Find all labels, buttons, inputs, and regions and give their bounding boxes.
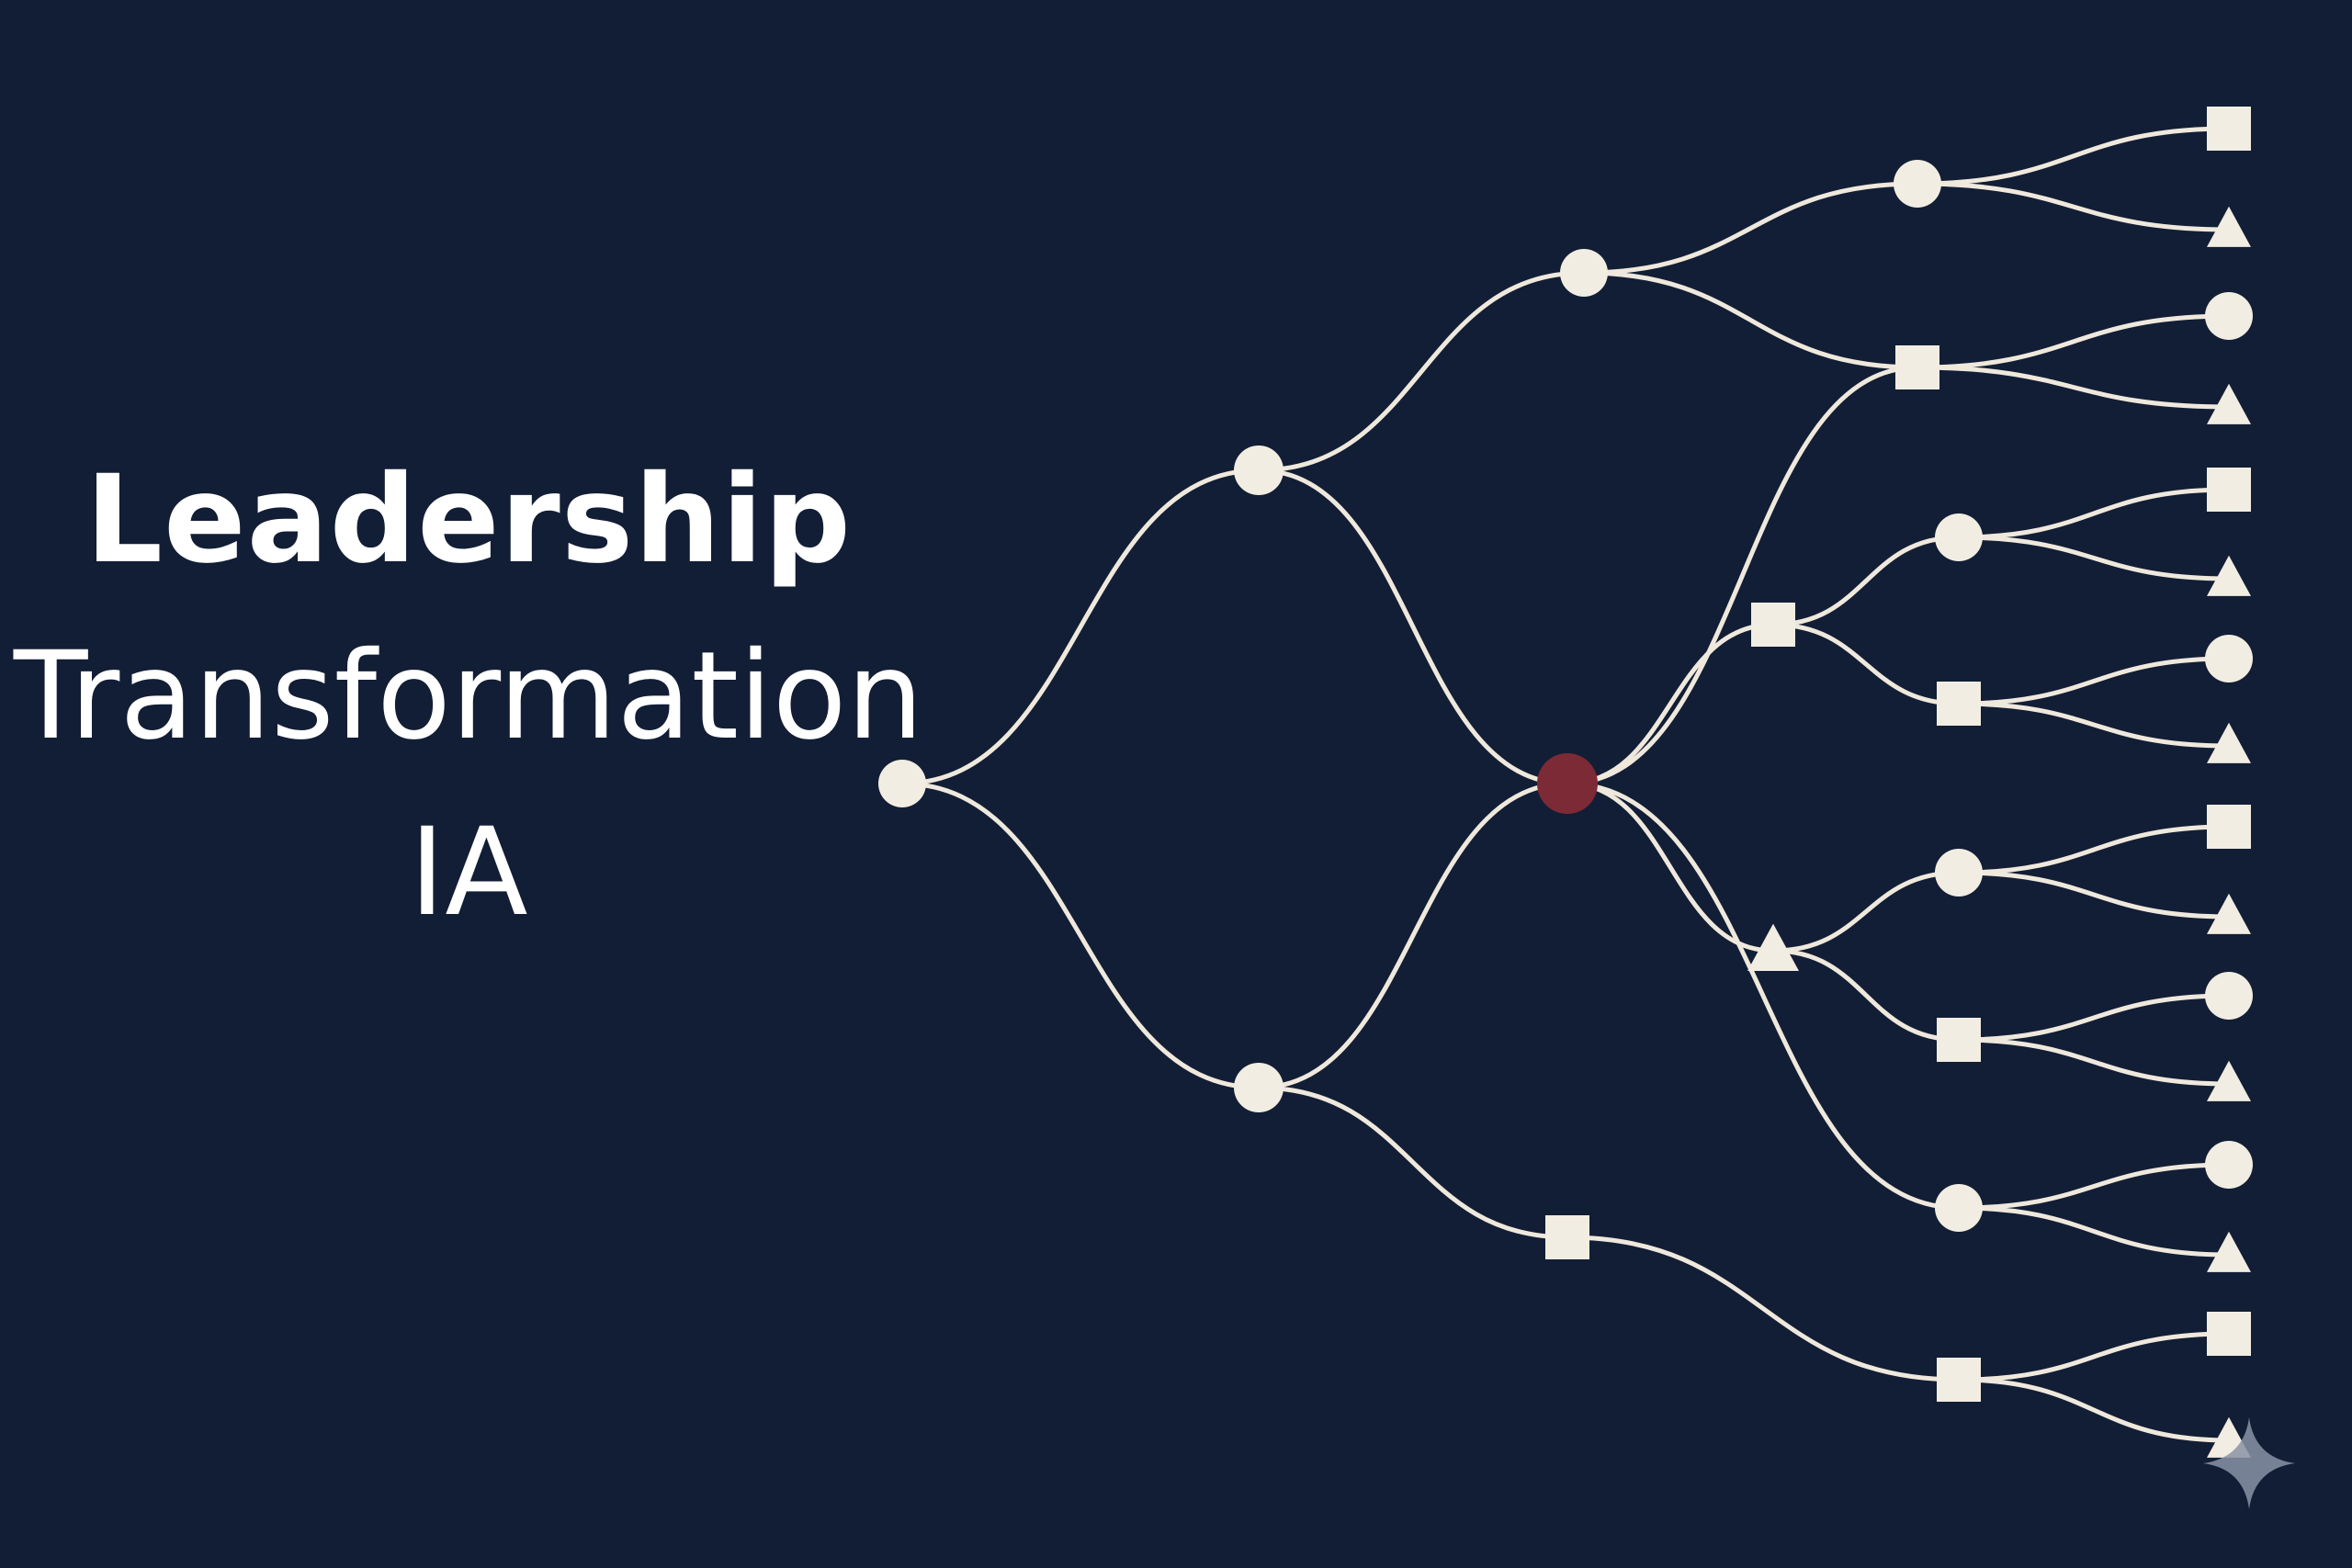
tree-edge	[1956, 487, 2232, 540]
tree-edge	[1956, 656, 2232, 706]
tree-edge	[1256, 1085, 1570, 1240]
leaf-node-square	[2207, 1312, 2251, 1356]
leaf-node-triangle	[2207, 555, 2251, 596]
tree-edge	[899, 468, 1261, 786]
leaf-node-square	[2207, 107, 2251, 151]
tree-node-square	[1937, 1358, 1981, 1402]
leaf-node-circle	[2205, 1141, 2253, 1189]
tree-edge	[1581, 181, 1920, 276]
sparkle-icon	[2203, 1417, 2295, 1509]
tree-node-circle	[1935, 849, 1983, 897]
leaf-node-square	[2207, 805, 2251, 849]
leaf-node-triangle	[2207, 1060, 2251, 1101]
tree-edge	[1956, 1377, 2232, 1443]
title-ia: IA	[409, 802, 528, 943]
sparkle-icon-shape	[2203, 1417, 2295, 1509]
tree-edge	[1915, 365, 2232, 410]
tree-node-square	[1895, 345, 1939, 389]
tree-node-circle	[1894, 160, 1941, 208]
tree-edge	[1770, 622, 1962, 706]
tree-node-circle	[1935, 513, 1983, 561]
tree-node-square	[1937, 682, 1981, 726]
title-leadership: Leadership	[85, 449, 853, 591]
leaf-node-circle	[2205, 292, 2253, 340]
tree-edge	[1581, 270, 1920, 370]
tree-node-circle	[878, 760, 926, 807]
leaf-node-triangle	[2207, 722, 2251, 763]
title-transformation: Transformation	[13, 626, 924, 767]
leaf-node-circle	[2205, 635, 2253, 682]
tree-edge	[1956, 1331, 2232, 1382]
tree-edge	[899, 781, 1261, 1090]
tree-node-square	[1937, 1018, 1981, 1062]
tree-edge	[1565, 781, 1776, 953]
tree-node-circle	[1234, 1063, 1283, 1112]
tree-node-circle	[1234, 446, 1283, 495]
tree-edge	[1256, 270, 1587, 473]
tree-edges	[899, 126, 2232, 1443]
tree-edge	[1770, 948, 1962, 1043]
tree-edge	[1256, 468, 1570, 786]
tree-node-circle	[1560, 249, 1608, 297]
leaf-node-square	[2207, 468, 2251, 512]
tree-edge	[1256, 781, 1570, 1090]
leaf-node-triangle	[2207, 206, 2251, 247]
tree-edge	[1915, 126, 2232, 186]
tree-edge	[1915, 181, 2232, 232]
leaf-node-triangle	[2207, 383, 2251, 424]
tree-edge	[1565, 365, 1920, 786]
tree-edge	[1956, 1162, 2232, 1211]
tree-nodes	[878, 107, 2253, 1458]
tree-edge	[1956, 701, 2232, 749]
tree-edge	[1956, 870, 2232, 919]
highlight-decision-node	[1537, 753, 1598, 814]
leaf-node-triangle	[2207, 893, 2251, 934]
tree-edge	[1956, 1205, 2232, 1258]
tree-node-square	[1751, 603, 1795, 647]
leaf-node-triangle	[2207, 1231, 2251, 1272]
tree-node-square	[1545, 1215, 1589, 1259]
tree-edge	[1565, 622, 1776, 786]
tree-edge	[1956, 824, 2232, 875]
tree-edge	[1770, 535, 1962, 627]
tree-edge	[1956, 1037, 2232, 1087]
tree-node-triangle	[1747, 923, 1799, 972]
tree-node-circle	[1935, 1184, 1983, 1232]
title-block: Leadership Transformation IA	[0, 432, 937, 961]
tree-edge	[1915, 313, 2232, 370]
tree-edge	[1565, 1235, 1962, 1382]
tree-edge	[1770, 870, 1962, 953]
leaf-node-circle	[2205, 972, 2253, 1020]
tree-edge	[1956, 535, 2232, 581]
tree-edge	[1956, 993, 2232, 1043]
tree-edge	[1565, 781, 1962, 1211]
